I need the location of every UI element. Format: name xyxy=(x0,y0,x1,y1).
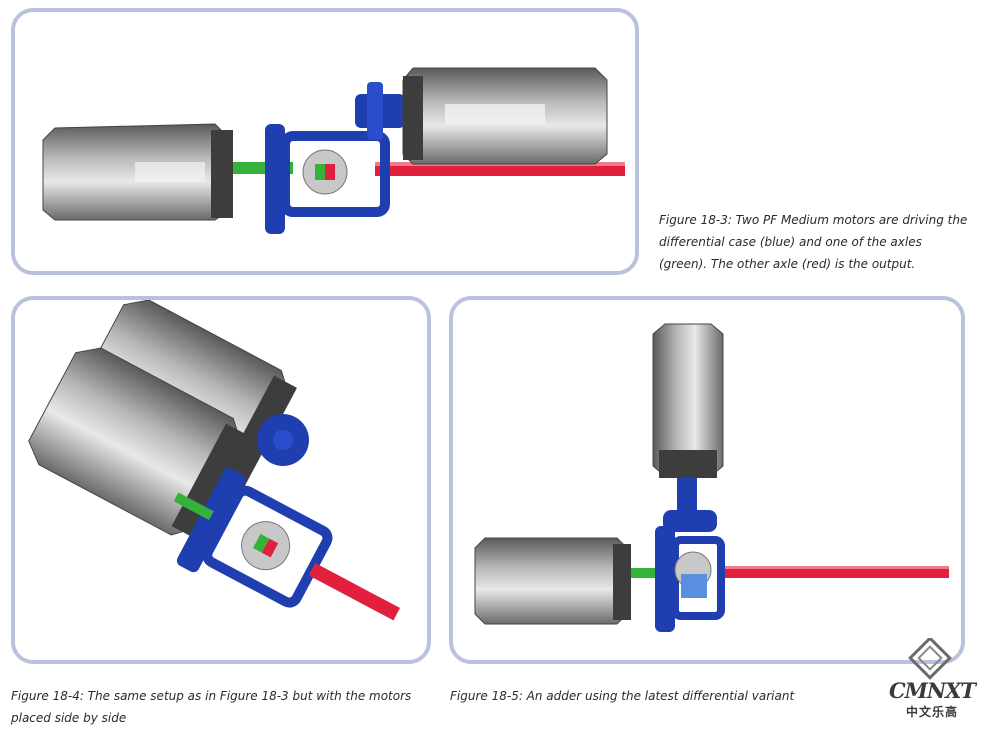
figure-18-4-illustration xyxy=(28,300,401,621)
figure-18-4-caption: Figure 18-4: The same setup as in Figure… xyxy=(11,689,412,725)
watermark-subtitle: 中文乐高 xyxy=(905,705,958,719)
figure-18-3-caption: Figure 18-3: Two PF Medium motors are dr… xyxy=(659,213,968,271)
motor-right xyxy=(355,67,608,165)
cmnxt-logo-icon xyxy=(908,638,952,680)
differential-case xyxy=(655,526,725,632)
figure-18-3-illustration xyxy=(42,67,625,234)
figure-18-4-frame xyxy=(11,296,431,664)
input-axle xyxy=(631,568,663,578)
figure-18-5-caption: Figure 18-5: An adder using the latest d… xyxy=(450,689,795,703)
output-axle xyxy=(308,562,401,621)
figure-18-3-frame xyxy=(11,8,639,275)
differential-case xyxy=(265,124,390,234)
motor-top xyxy=(652,323,724,512)
watermark-name: CMNXT xyxy=(888,678,976,703)
motor-left xyxy=(474,537,631,625)
figure-18-5-frame xyxy=(449,296,965,664)
figure-18-5-illustration xyxy=(474,323,949,632)
motor-left xyxy=(42,123,233,221)
differential-case xyxy=(173,468,401,621)
input-axle xyxy=(173,492,214,521)
